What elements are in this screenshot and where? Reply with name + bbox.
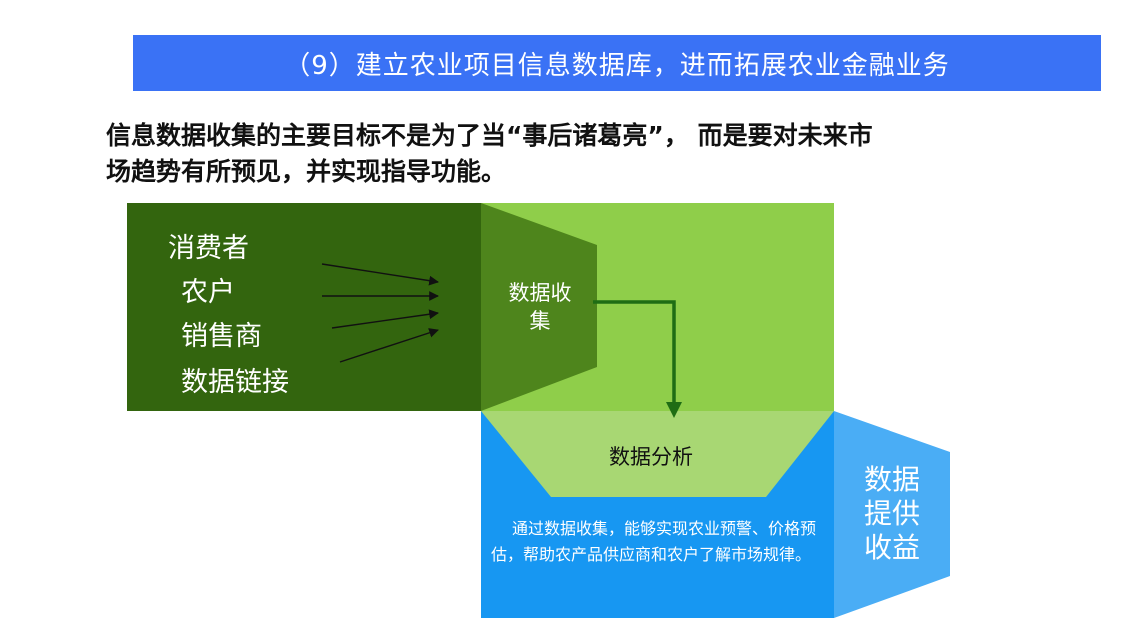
intro-line-2: 场趋势有所预见，并实现指导功能。 (106, 157, 507, 186)
analysis-description: 通过数据收集，能够实现农业预警、价格预估，帮助农产品供应商和农户了解市场规律。 (491, 519, 817, 564)
source-seller: 销售商 (181, 321, 262, 352)
arrow-data-link (339, 328, 439, 363)
data-collection-line-1: 数据收 (508, 281, 572, 305)
revenue-arrow-shape (834, 411, 950, 618)
intro-text: 信息数据收集的主要目标不是为了当“事后诸葛亮”， 而是要对未来市 场趋势有所预见… (106, 118, 1026, 190)
revenue-line-1: 数据 (863, 463, 920, 496)
revenue-label: 数据 提供 收益 (860, 463, 924, 565)
slide-title: （9）建立农业项目信息数据库，进而拓展农业金融业务 (284, 50, 950, 81)
slide-title-bar: （9）建立农业项目信息数据库，进而拓展农业金融业务 (133, 35, 1101, 91)
arrow-consumer (321, 263, 439, 286)
revenue-line-2: 提供 (863, 497, 920, 530)
intro-line-1: 信息数据收集的主要目标不是为了当“事后诸葛亮”， 而是要对未来市 (106, 121, 873, 150)
data-analysis-label: 数据分析 (609, 445, 693, 469)
source-farmer: 农户 (181, 277, 235, 308)
data-collection-line-2: 集 (529, 309, 551, 333)
analysis-funnel (481, 411, 834, 497)
flow-connector-line (593, 300, 676, 406)
revenue-line-3: 收益 (863, 531, 920, 564)
sources-panel (127, 203, 481, 411)
collection-funnel (481, 203, 597, 411)
source-data-link: 数据链接 (181, 367, 289, 398)
flow-arrowhead (666, 402, 682, 418)
arrow-seller (331, 309, 439, 329)
source-consumer: 消费者 (168, 233, 249, 264)
data-collection-label: 数据收 集 (500, 279, 580, 335)
